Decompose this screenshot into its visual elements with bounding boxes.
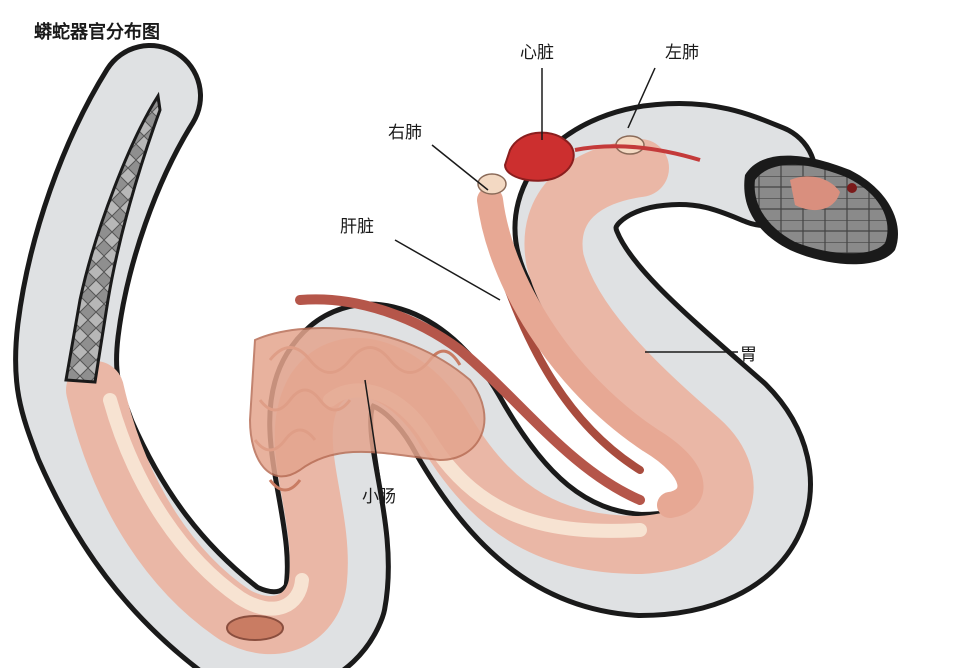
right-lung-label: 右肺 — [388, 123, 422, 143]
left-lung-label: 左肺 — [665, 43, 699, 63]
stomach — [477, 187, 704, 518]
lung-tube — [574, 144, 701, 162]
heart — [503, 131, 575, 182]
diagram-title: 蟒蛇器官分布图 — [34, 22, 160, 43]
tail-scales — [64, 91, 162, 384]
head-pink — [790, 176, 840, 211]
heart-label: 心脏 — [520, 43, 554, 63]
intestine-leader — [364, 379, 381, 481]
liver-label: 肝脏 — [340, 217, 374, 237]
liver — [295, 294, 645, 505]
snake-head — [744, 155, 898, 265]
left-lung-leader — [627, 67, 656, 129]
small-intestine-label: 小肠 — [362, 487, 396, 507]
stomach-label: 胃 — [740, 345, 757, 365]
eye-icon — [847, 183, 857, 193]
tail-organ — [226, 615, 284, 641]
right-lung-leader — [431, 144, 489, 191]
liver-leader — [394, 239, 501, 301]
leader-lines — [364, 67, 738, 481]
intestine-mass — [248, 327, 486, 478]
right-lung — [477, 173, 507, 195]
